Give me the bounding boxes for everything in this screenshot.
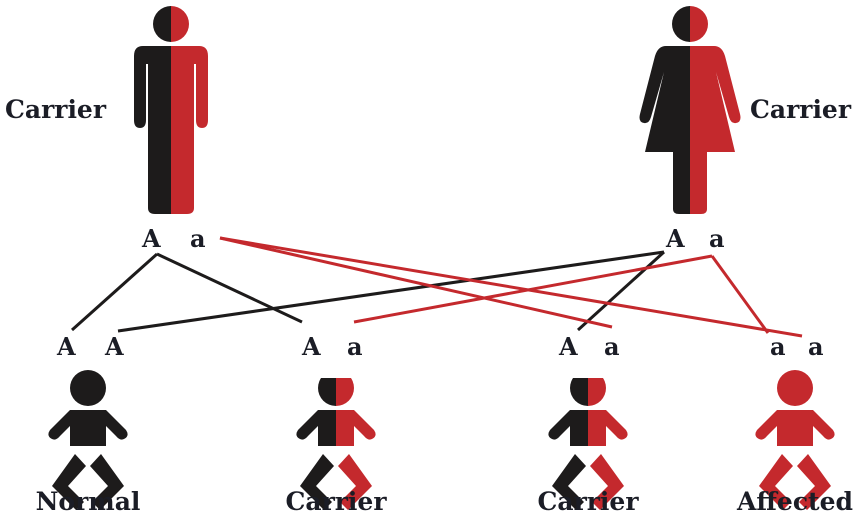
mother-allele: a <box>709 224 725 253</box>
mother-label: Carrier <box>750 95 852 124</box>
line-father-a-child3 <box>219 236 613 329</box>
line-father-A-child2 <box>156 252 303 324</box>
child-allele: A <box>104 332 124 361</box>
line-mother-A-child3 <box>576 250 666 332</box>
line-mother-A-child1 <box>117 250 665 333</box>
line-father-A-child1 <box>71 252 158 332</box>
mother-allele: A <box>665 224 685 253</box>
inheritance-lines <box>71 236 803 338</box>
mother-figure <box>639 6 741 214</box>
child-label: Normal <box>36 487 141 516</box>
line-mother-a-child2 <box>353 254 713 324</box>
child-allele: a <box>347 332 363 361</box>
child-label: Carrier <box>537 487 639 516</box>
child-allele: A <box>301 332 321 361</box>
father-label: Carrier <box>5 95 107 124</box>
child-allele: A <box>56 332 76 361</box>
child-allele: a <box>808 332 824 361</box>
father-figure <box>134 6 208 214</box>
father-allele: A <box>141 224 161 253</box>
child-label: Affected <box>736 487 853 516</box>
line-mother-a-child4 <box>710 255 770 334</box>
child-allele: a <box>770 332 786 361</box>
line-father-a-child4 <box>219 236 803 338</box>
child-allele: a <box>604 332 620 361</box>
child-allele: A <box>558 332 578 361</box>
father-allele: a <box>190 224 206 253</box>
child-label: Carrier <box>285 487 387 516</box>
